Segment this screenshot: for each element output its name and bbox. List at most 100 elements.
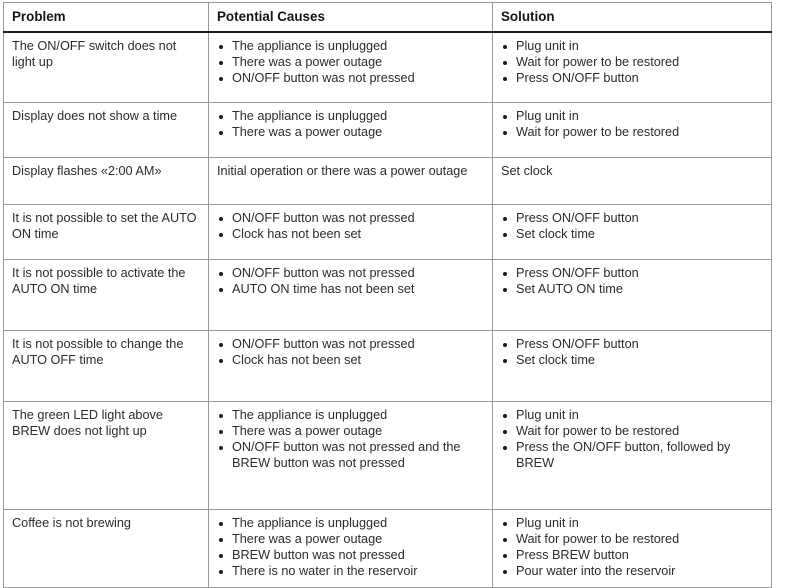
cause-list-item: ON/OFF button was not pressed	[217, 337, 484, 353]
table-header: Problem Potential Causes Solution	[3, 2, 772, 33]
solution-list-item: Plug unit in	[501, 408, 763, 424]
table-row: Coffee is not brewing The appliance is un…	[3, 508, 772, 588]
problem-text: It is not possible to change the AUTO OF…	[12, 337, 184, 367]
column-header-solution: Solution	[492, 2, 772, 33]
cause-list-item: There was a power outage	[217, 55, 484, 71]
problem-text: It is not possible to activate the AUTO …	[12, 266, 186, 296]
table-header-row: Problem Potential Causes Solution	[3, 2, 772, 33]
solution-list-item: Press ON/OFF button	[501, 337, 763, 353]
solution-list-item: Plug unit in	[501, 39, 763, 55]
table-row: It is not possible to activate the AUTO …	[3, 259, 772, 331]
problem-text: It is not possible to set the AUTO ON ti…	[12, 211, 197, 241]
troubleshooting-table-container: Problem Potential Causes Solution The ON…	[3, 2, 772, 588]
table-row: Display does not show a time The applianc…	[3, 102, 772, 158]
problem-text: The green LED light above BREW does not …	[12, 408, 163, 438]
cell-problem: The green LED light above BREW does not …	[3, 401, 209, 510]
table-row: It is not possible to set the AUTO ON ti…	[3, 204, 772, 260]
cell-problem: Coffee is not brewing	[3, 508, 209, 588]
table-row: The green LED light above BREW does not …	[3, 401, 772, 510]
cause-list-item: BREW button was not pressed	[217, 548, 484, 564]
cause-list-item: Clock has not been set	[217, 227, 484, 243]
cause-list-item: ON/OFF button was not pressed	[217, 266, 484, 282]
table-body: The ON/OFF switch does not light up The a…	[3, 31, 772, 588]
cell-problem: It is not possible to set the AUTO ON ti…	[3, 204, 209, 260]
cell-problem: It is not possible to change the AUTO OF…	[3, 330, 209, 402]
solution-list-item: Wait for power to be restored	[501, 532, 763, 548]
table-row: Display flashes «2:00 AM» Initial operati…	[3, 157, 772, 205]
cell-problem: Display flashes «2:00 AM»	[3, 157, 209, 205]
cell-problem: The ON/OFF switch does not light up	[3, 31, 209, 103]
cause-list-item: The appliance is unplugged	[217, 39, 484, 55]
solution-list-item: Set AUTO ON time	[501, 282, 763, 298]
solution-list-item: Plug unit in	[501, 109, 763, 125]
cause-list-item: There was a power outage	[217, 424, 484, 440]
cause-list-item: The appliance is unplugged	[217, 408, 484, 424]
cause-list-item: ON/OFF button was not pressed	[217, 211, 484, 227]
solution-list-item: Set clock time	[501, 353, 763, 369]
column-header-problem: Problem	[3, 2, 209, 33]
cause-list-item: There was a power outage	[217, 532, 484, 548]
cell-problem: Display does not show a time	[3, 102, 209, 158]
cause-list-item: The appliance is unplugged	[217, 109, 484, 125]
cause-list-item: ON/OFF button was not pressed and the BR…	[217, 440, 484, 471]
solution-list-item: Wait for power to be restored	[501, 424, 763, 440]
problem-text: Display does not show a time	[12, 109, 178, 123]
solution-text: Set clock	[501, 164, 553, 178]
cause-list-item: The appliance is unplugged	[217, 516, 484, 532]
troubleshooting-table: Problem Potential Causes Solution The ON…	[3, 2, 772, 588]
cause-list-item: Clock has not been set	[217, 353, 484, 369]
cause-list-item: ON/OFF button was not pressed	[217, 71, 484, 87]
solution-list-item: Pour water into the reservoir	[501, 564, 763, 580]
solution-list-item: Press the ON/OFF button, followed by BRE…	[501, 440, 763, 471]
table-row: It is not possible to change the AUTO OF…	[3, 330, 772, 402]
cell-solution: Set clock	[492, 157, 772, 205]
cause-list-item: There is no water in the reservoir	[217, 564, 484, 580]
cell-problem: It is not possible to activate the AUTO …	[3, 259, 209, 331]
table-row: The ON/OFF switch does not light up The a…	[3, 31, 772, 103]
problem-text: Coffee is not brewing	[12, 516, 131, 530]
solution-list-item: Press BREW button	[501, 548, 763, 564]
solution-list-item: Press ON/OFF button	[501, 211, 763, 227]
problem-text: The ON/OFF switch does not light up	[12, 39, 177, 69]
solution-list-item: Plug unit in	[501, 516, 763, 532]
cause-list-item: AUTO ON time has not been set	[217, 282, 484, 298]
cell-potential-causes: Initial operation or there was a power o…	[208, 157, 493, 205]
solution-list-item: Wait for power to be restored	[501, 125, 763, 141]
problem-text: Display flashes «2:00 AM»	[12, 164, 162, 178]
solution-list-item: Wait for power to be restored	[501, 55, 763, 71]
solution-list-item: Set clock time	[501, 227, 763, 243]
cause-text: Initial operation or there was a power o…	[217, 164, 468, 178]
solution-list-item: Press ON/OFF button	[501, 266, 763, 282]
solution-list-item: Press ON/OFF button	[501, 71, 763, 87]
column-header-potential-causes: Potential Causes	[208, 2, 493, 33]
cause-list-item: There was a power outage	[217, 125, 484, 141]
